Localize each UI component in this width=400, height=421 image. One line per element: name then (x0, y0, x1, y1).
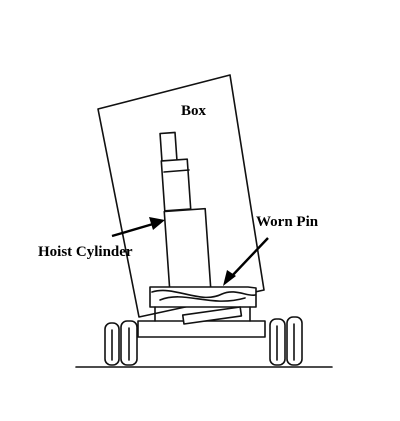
worn-pin-arrow (230, 237, 269, 278)
hoist-cylinder-label: Hoist Cylinder (38, 244, 133, 260)
hoist-cylinder-rod-seam (163, 169, 190, 173)
worn-pin (159, 296, 246, 302)
truck-subframe (137, 320, 266, 338)
hoist-cylinder-arrowhead (149, 217, 165, 230)
hoist-cylinder-arrow (111, 222, 154, 238)
dump-box (97, 74, 265, 318)
box-label: Box (181, 103, 207, 119)
pivot-bracket (181, 306, 243, 325)
tires-right (269, 316, 303, 366)
hoist-cylinder-rod-tip (159, 131, 178, 163)
worn-pin-wear-curve (151, 289, 256, 299)
worn-pin-arrowhead (223, 270, 236, 286)
hoist-cylinder-rod (160, 158, 192, 212)
hoist-cylinder-barrel (163, 207, 212, 293)
worn-pin-label: Worn Pin (256, 214, 319, 230)
tires-left (104, 320, 138, 366)
